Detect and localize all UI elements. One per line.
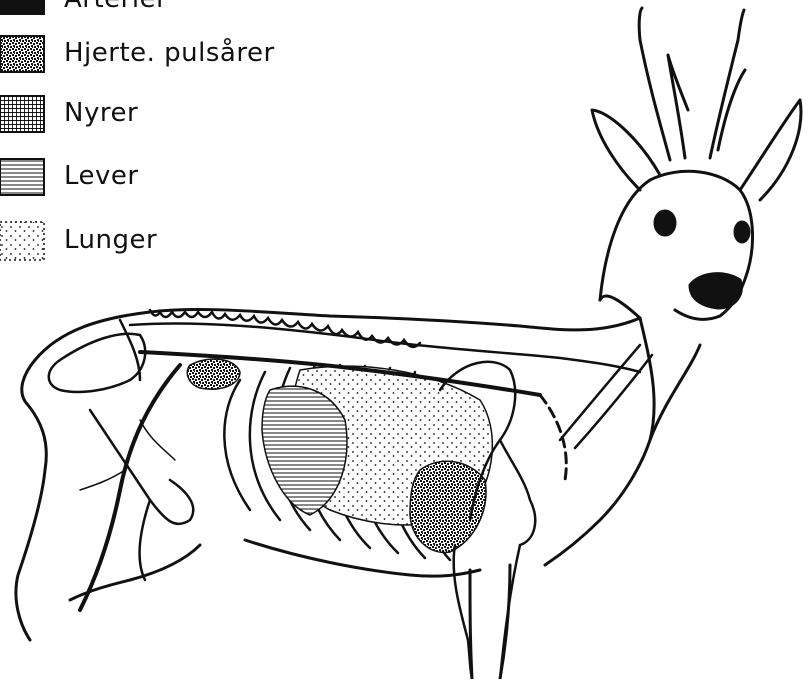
- legend-label-liver: Lever: [64, 161, 139, 191]
- legend-label-arteries: Arterier: [64, 0, 167, 14]
- legend-swatch-liver: [0, 159, 44, 195]
- legend-swatch-heart: [0, 36, 44, 72]
- legend-swatch-lungs: [0, 222, 44, 260]
- deer-head: [592, 8, 801, 319]
- legend: [0, 0, 44, 260]
- legend-label-kidneys: Nyrer: [64, 98, 138, 128]
- legend-swatch-kidneys: [0, 96, 44, 132]
- hind-skeleton: [49, 320, 193, 580]
- organ-heart: [410, 461, 486, 552]
- legend-swatch-arteries: [0, 0, 44, 14]
- organs: [187, 359, 492, 552]
- legend-label-heart: Hjerte. pulsårer: [64, 38, 275, 68]
- organ-kidney: [187, 359, 240, 389]
- legend-label-lungs: Lunger: [64, 225, 157, 255]
